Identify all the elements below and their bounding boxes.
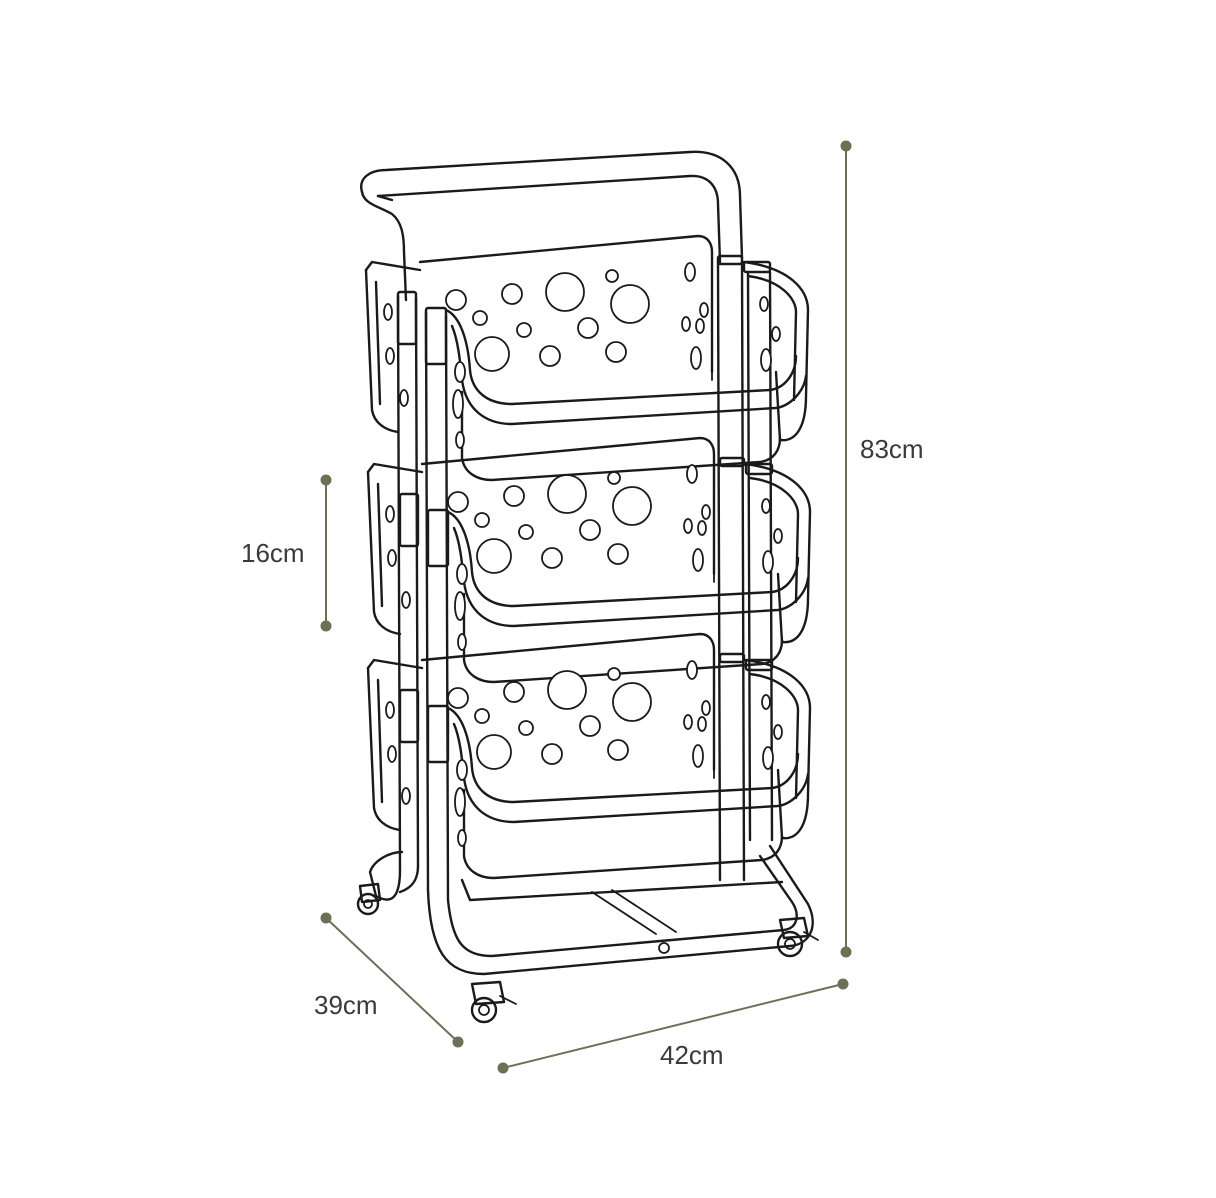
caster-rear-left: [356, 882, 382, 916]
left-front-posts: [424, 310, 450, 902]
depth-label: 39cm: [314, 990, 378, 1020]
left-rear-posts: [396, 294, 420, 872]
dimension-width: 42cm: [497, 978, 849, 1074]
rear-frame-posts: [716, 260, 746, 882]
cart-illustration: [356, 150, 819, 1024]
dimension-depth: 39cm: [314, 912, 464, 1048]
dimension-tier-spacing: 16cm: [241, 474, 332, 632]
dimension-height: 83cm: [840, 140, 924, 958]
base-frame: [368, 844, 814, 976]
tier-spacing-label: 16cm: [241, 538, 305, 568]
height-label: 83cm: [860, 434, 924, 464]
caster-front-right: [776, 916, 819, 958]
width-label: 42cm: [660, 1040, 724, 1070]
caster-front-left: [470, 980, 517, 1024]
cart-handle: [360, 150, 744, 302]
